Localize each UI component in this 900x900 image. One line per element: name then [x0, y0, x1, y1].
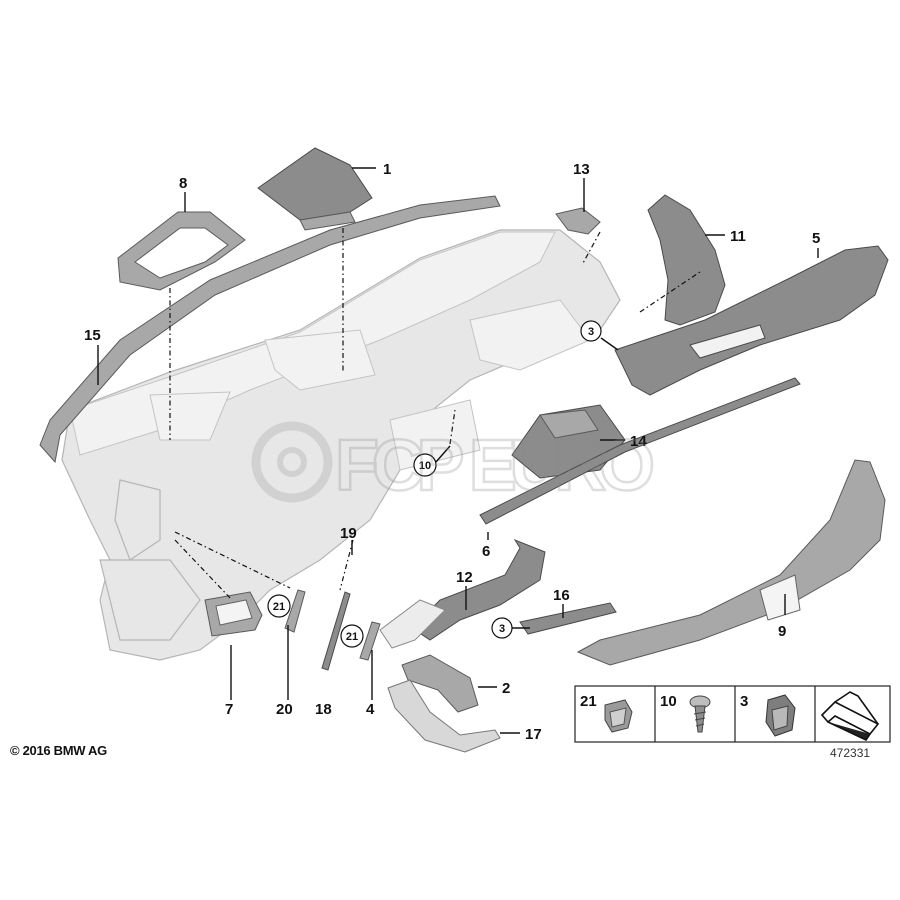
part-15-strip [39, 195, 501, 464]
legend-label-21: 21 [580, 693, 597, 710]
callout-18: 18 [315, 701, 332, 718]
svg-text:21: 21 [273, 601, 285, 613]
part-7-vent-trim [204, 591, 263, 637]
diagram-id: 472331 [830, 746, 871, 760]
callout-11: 11 [730, 228, 746, 245]
callout-9: 9 [778, 623, 786, 640]
part-16-strip [519, 602, 617, 635]
callout-16: 16 [553, 587, 570, 604]
copyright-text: © 2016 BMW AG [10, 743, 107, 758]
clip-nut-icon [765, 694, 796, 737]
trim-strip-icon [820, 691, 880, 742]
callout-14: 14 [630, 433, 647, 450]
svg-text:21: 21 [346, 631, 358, 643]
part-8-cluster-trim [117, 211, 246, 291]
part-4-trim [359, 621, 381, 661]
circled-callout-21-left: 21 [267, 594, 291, 618]
callout-7: 7 [225, 701, 233, 718]
callout-13: 13 [573, 161, 590, 178]
callout-15: 15 [84, 327, 101, 344]
circled-callout-3-lower: 3 [491, 617, 513, 639]
callout-4: 4 [366, 701, 375, 718]
svg-text:3: 3 [499, 623, 505, 635]
assembly-lines [169, 228, 701, 601]
hardware-legend: 21 10 3 [574, 685, 891, 743]
circled-callout-3-upper: 3 [580, 320, 602, 342]
watermark-text: FCP EURO [335, 426, 655, 506]
part-1-cover [257, 147, 373, 231]
part-5-trim-panel [614, 245, 889, 396]
circled-callout-10: 10 [413, 453, 437, 477]
part-17-trim [387, 679, 501, 753]
circled-callout-21-right: 21 [340, 624, 364, 648]
callout-2: 2 [502, 680, 510, 697]
screw-icon [689, 695, 711, 733]
callout-6: 6 [482, 543, 490, 560]
callouts: 1 8 13 11 5 15 14 6 19 12 16 9 2 17 7 20… [84, 161, 820, 743]
part-13-vent [555, 207, 601, 235]
callout-20: 20 [276, 701, 293, 718]
callout-1: 1 [383, 161, 391, 178]
callout-19: 19 [340, 525, 357, 542]
part-18-strip [321, 591, 351, 671]
part-20-trim [284, 589, 306, 633]
leader-lines [97, 167, 819, 734]
part-11-side-panel [647, 194, 726, 326]
part-9-lower-trim [576, 459, 886, 666]
legend-label-10: 10 [660, 693, 677, 710]
part-2-bracket [401, 654, 479, 713]
callout-5: 5 [812, 230, 820, 247]
callout-12: 12 [456, 569, 473, 586]
svg-text:10: 10 [419, 460, 431, 472]
circled-callouts: 3 10 3 21 21 [267, 320, 602, 648]
svg-text:3: 3 [588, 326, 594, 338]
callout-8: 8 [179, 175, 187, 192]
part-12-console-trim [379, 538, 546, 649]
callout-17: 17 [525, 726, 542, 743]
fcp-euro-logo [251, 421, 333, 503]
clip-icon [604, 699, 633, 733]
part-6-strip [479, 377, 801, 525]
legend-label-3: 3 [740, 693, 748, 710]
fcp-euro-watermark: FCP EURO [251, 421, 656, 507]
